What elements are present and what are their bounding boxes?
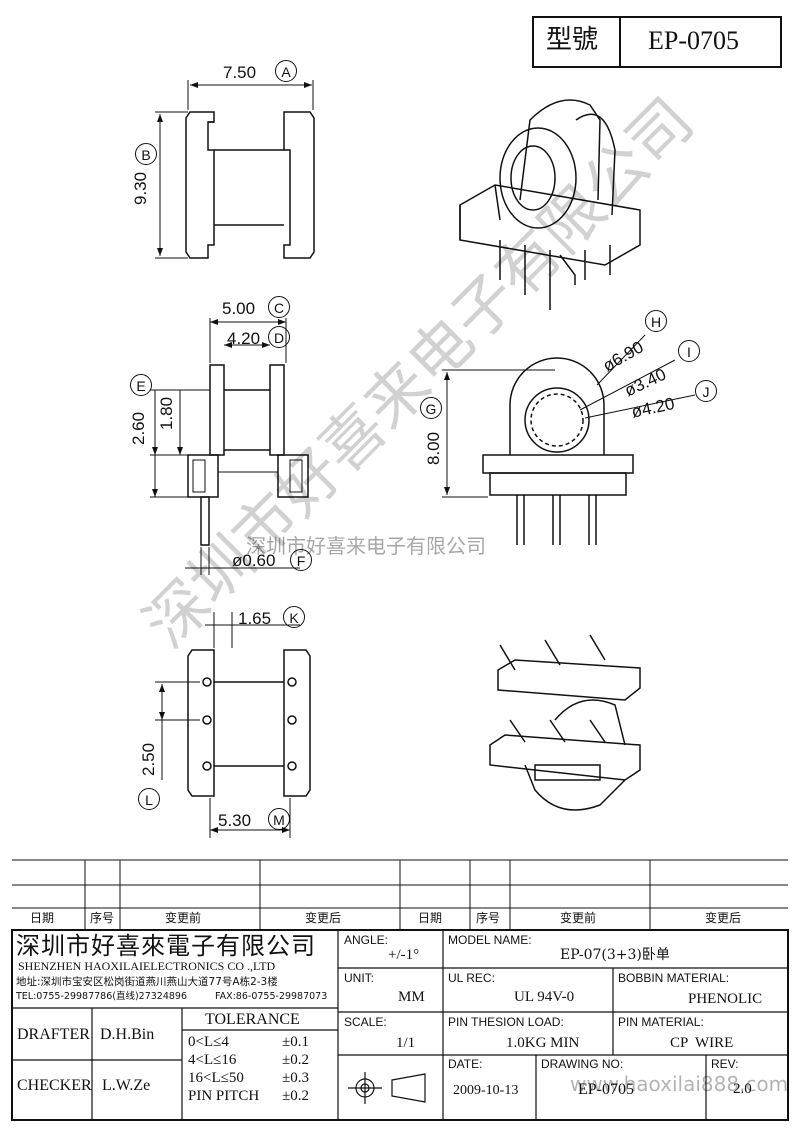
- front-view: [442, 334, 696, 545]
- company-tel: TEL:0755-29987786(直线)27324896: [16, 991, 188, 1002]
- revision-grid: [12, 859, 788, 931]
- model-name-value: EP-07(3+3)卧单: [560, 947, 670, 963]
- dim-c-value: 5.00: [222, 299, 256, 318]
- company-address: 地址:深圳市宝安区松岗街道燕川燕山大道77号A栋2-3楼: [16, 976, 278, 988]
- drafter-label: DRAFTER: [17, 1026, 90, 1043]
- tolerance-value-3: ±0.3: [282, 1070, 309, 1086]
- pin-load-value: 1.0KG MIN: [506, 1035, 580, 1051]
- unit-value: MM: [398, 989, 425, 1005]
- company-fax: FAX:86-0755-29987073: [215, 991, 328, 1002]
- date-label: DATE:: [448, 1057, 483, 1071]
- dim-i-marker: I: [678, 340, 700, 362]
- drawing-no-value: EP-0705: [578, 1081, 634, 1098]
- rev-seq-header: 序号: [90, 911, 115, 925]
- rev-seq-header-2: 序号: [476, 911, 501, 925]
- dim-a-marker: A: [275, 60, 297, 82]
- company-name-cn: 深圳市好喜來電子有限公司: [16, 932, 316, 960]
- dim-j-marker: J: [695, 380, 717, 402]
- title-block-grid: [11, 929, 789, 1121]
- rev-after-header-2: 变更后: [705, 911, 742, 925]
- dim-f-marker: F: [290, 549, 312, 571]
- tolerance-range-2: 4<L≤16: [188, 1052, 237, 1068]
- tolerance-range-1: 0<L≤4: [188, 1034, 229, 1050]
- projection-symbol: [348, 1072, 426, 1104]
- ul-rec-label: UL REC:: [448, 971, 495, 985]
- dim-e-value: 2.60: [129, 411, 148, 445]
- iso-view-bottom: [489, 634, 641, 811]
- model-title-box: [532, 16, 782, 68]
- rev-before-header: 变更前: [165, 911, 202, 925]
- angle-value: +/-1°: [388, 947, 420, 963]
- rev-after-header: 变更后: [305, 911, 342, 925]
- pin-load-label: PIN THESION LOAD:: [448, 1015, 564, 1029]
- company-name-en: SHENZHEN HAOXILAIELECTRONICS CO .,LTD: [18, 959, 276, 973]
- iso-view-top: [459, 99, 641, 310]
- pin-material-value: CP WIRE: [670, 1035, 734, 1051]
- rev-date-header-2: 日期: [418, 911, 443, 925]
- drafter-value: D.H.Bin: [100, 1026, 155, 1043]
- tolerance-range-3: 16<L≤50: [188, 1070, 244, 1086]
- tolerance-value-4: ±0.2: [282, 1088, 309, 1104]
- date-value: 2009-10-13: [453, 1083, 519, 1098]
- dim-c-marker: C: [268, 296, 290, 318]
- top-view: [155, 80, 315, 259]
- scale-label: SCALE:: [344, 1015, 387, 1029]
- model-value: EP-0705: [648, 26, 739, 55]
- model-label: 型號: [546, 25, 599, 55]
- rev-value: 2.0: [733, 1081, 752, 1097]
- drawing-no-label: DRAWING NO:: [541, 1057, 624, 1071]
- scale-value: 1/1: [396, 1035, 416, 1051]
- angle-label: ANGLE:: [344, 933, 389, 947]
- bobbin-material-value: PHENOLIC: [688, 991, 763, 1007]
- dim-f-value: ø0.60: [232, 551, 276, 570]
- dim-m-marker: M: [268, 808, 290, 830]
- side-view: [150, 318, 309, 575]
- unit-label: UNIT:: [344, 971, 374, 985]
- dim-l-value: 2.50: [139, 742, 158, 776]
- dim-a-value: 7.50: [223, 63, 257, 82]
- model-name-label: MODEL NAME:: [448, 933, 532, 947]
- tolerance-title: TOLERANCE: [205, 1011, 300, 1028]
- bobbin-material-label: BOBBIN MATERIAL:: [618, 971, 730, 985]
- dim-k-value: 1.65: [238, 609, 272, 628]
- tolerance-value-2: ±0.2: [282, 1052, 309, 1068]
- dim-d-value: 4.20: [227, 329, 261, 348]
- dim-e2-value: 1.80: [157, 396, 176, 430]
- pin-material-label: PIN MATERIAL:: [618, 1015, 704, 1029]
- dim-b-marker: B: [135, 143, 157, 165]
- dim-l-marker: L: [138, 788, 160, 810]
- tolerance-value-1: ±0.1: [282, 1034, 309, 1050]
- dim-b-value: 9.30: [131, 171, 150, 205]
- dim-k-marker: K: [283, 606, 305, 628]
- dim-e-marker: E: [130, 374, 152, 396]
- rev-label: REV:: [711, 1057, 739, 1071]
- tolerance-range-4: PIN PITCH: [188, 1088, 260, 1104]
- dim-h-marker: H: [645, 310, 667, 332]
- dim-d-marker: D: [268, 326, 290, 348]
- ul-rec-value: UL 94V-0: [514, 989, 575, 1005]
- rev-before-header-2: 变更前: [560, 911, 597, 925]
- bottom-view: [155, 612, 311, 838]
- dim-g-marker: G: [420, 397, 442, 419]
- rev-date-header: 日期: [30, 911, 55, 925]
- dim-g-value: 8.00: [424, 431, 443, 465]
- checker-label: CHECKER: [17, 1077, 92, 1094]
- checker-value: L.W.Ze: [102, 1077, 151, 1094]
- dim-m-value: 5.30: [218, 811, 252, 830]
